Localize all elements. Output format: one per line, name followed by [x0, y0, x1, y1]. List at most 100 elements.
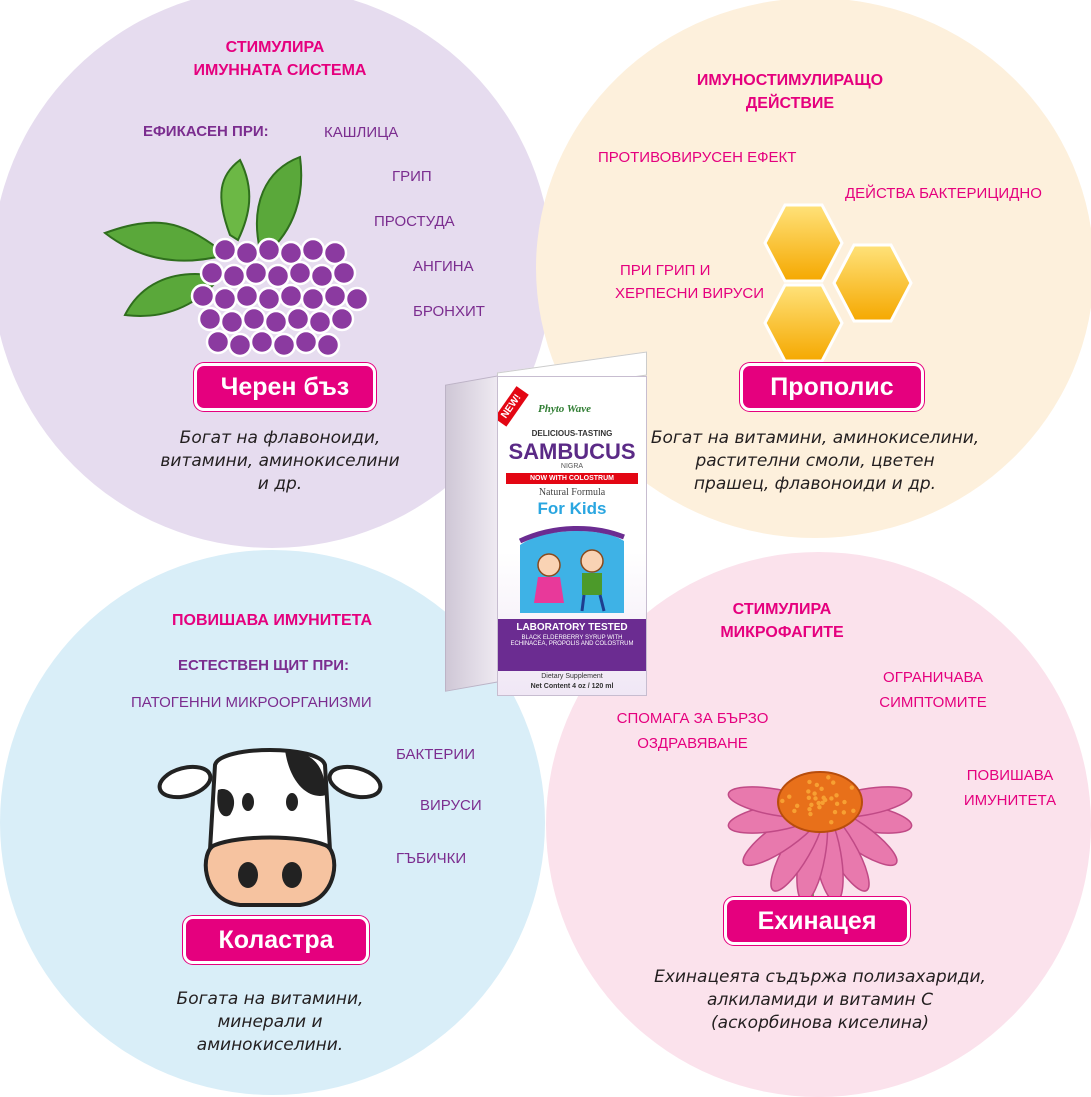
product-brand: Phyto Wave — [538, 403, 592, 415]
colostrum-name-badge: Коластра — [183, 916, 369, 964]
seed — [819, 786, 824, 792]
berry — [234, 240, 260, 266]
berry — [315, 332, 341, 358]
elder-heading-2: ИМУННАТА СИСТЕМА — [160, 59, 400, 82]
berry — [219, 309, 245, 335]
seed — [820, 800, 825, 805]
berry — [287, 260, 313, 286]
elder-desc-line: и др. — [257, 474, 303, 494]
echinacea-desc-line: (аскорбинова киселина) — [711, 1013, 929, 1033]
berry — [256, 286, 282, 312]
echinacea-item: ПОВИШАВА — [966, 767, 1054, 784]
colostrum-desc-line: аминокиселини. — [196, 1035, 344, 1055]
seed — [817, 804, 822, 810]
berry — [322, 240, 348, 266]
elder-effective-label: ЕФИКАСЕН ПРИ: — [143, 123, 269, 140]
berry — [344, 286, 370, 312]
echinacea-name-badge: Ехинацея — [724, 897, 910, 945]
product-tagline: DELICIOUS-TASTING — [531, 429, 613, 438]
colostrum-item: ПАТОГЕННИ МИКРООРГАНИЗМИ — [131, 694, 372, 711]
propolis-desc-line: растителни смоли, цветен — [695, 451, 935, 471]
product-name: SAMBUCUS — [508, 439, 636, 464]
product-supplement: Dietary Supplement — [541, 673, 603, 680]
product-box-front: NEW! Phyto Wave DELICIOUS-TASTING SAMBUC… — [497, 376, 647, 696]
berry — [256, 237, 282, 263]
berry — [285, 306, 311, 332]
echinacea-flower-icon — [727, 771, 913, 911]
seed — [780, 798, 785, 804]
propolis-item: ХЕРПЕСНИ ВИРУСИ — [615, 285, 765, 302]
elderberry-icon — [102, 155, 370, 358]
seed — [849, 785, 855, 790]
echinacea-item: СПОМАГА ЗА БЪРЗО — [616, 710, 769, 727]
propolis-item: ДЕЙСТВА БАКТЕРИЦИДНО — [845, 185, 1042, 202]
seed — [831, 780, 836, 785]
colostrum-shield-label: ЕСТЕСТВЕН ЩИТ ПРИ: — [178, 657, 350, 674]
berry — [278, 240, 304, 266]
propolis-description: Богат на витамини, аминокиселини, растит… — [630, 427, 1000, 496]
colostrum-item: ВИРУСИ — [420, 797, 482, 814]
elder-desc-line: витамини, аминокиселини — [160, 451, 400, 471]
propolis-heading-line2: ДЕЙСТВИЕ — [745, 95, 835, 112]
berry — [199, 260, 225, 286]
honeycomb-icon — [763, 203, 913, 363]
echinacea-description: Ехинацеята съдържа полизахариди, алкилам… — [630, 966, 1010, 1035]
cow-icon — [157, 748, 383, 907]
propolis-name-badge: Прополис — [740, 363, 924, 411]
elder-item: БРОНХИТ — [413, 303, 485, 320]
elder-heading-line1: СТИМУЛИРА — [225, 39, 325, 56]
berry — [307, 309, 333, 335]
berry — [278, 283, 304, 309]
berry — [227, 332, 253, 358]
colostrum-description: Богата на витамини, минерали и аминокисе… — [150, 988, 390, 1057]
berry — [329, 306, 355, 332]
colostrum-item: ГЪБИЧКИ — [396, 850, 467, 867]
propolis-item: ПРОТИВОВИРУСЕН ЕФЕКТ — [598, 149, 797, 166]
berry — [241, 306, 267, 332]
seed — [792, 808, 797, 814]
echinacea-item: ИМУНИТЕТА — [963, 792, 1057, 809]
elder-item: АНГИНА — [413, 258, 474, 275]
elder-item: ГРИП — [392, 168, 432, 185]
seed — [794, 803, 800, 808]
seed — [807, 779, 812, 785]
propolis-desc-line: Богат на витамини, аминокиселини, — [650, 428, 980, 448]
product-formula: Natural Formula — [538, 487, 606, 498]
echinacea-desc-line: алкиламиди и витамин С — [706, 990, 934, 1010]
seed — [809, 802, 814, 808]
propolis-heading: ИМУНОСТИМУЛИРАЩО ДЕЙСТВИЕ — [672, 69, 908, 115]
echinacea-item-group: ПОВИШАВА ИМУНИТЕТА — [960, 763, 1060, 813]
product-box-side — [445, 375, 499, 692]
berry — [300, 286, 326, 312]
seed — [832, 809, 838, 815]
seed — [808, 811, 813, 817]
seed — [829, 819, 834, 825]
berry — [300, 237, 326, 263]
berry — [197, 306, 223, 332]
berry — [331, 260, 357, 286]
product-new-badge: NEW! — [498, 386, 529, 427]
seed — [821, 795, 826, 800]
berry — [212, 237, 238, 263]
propolis-desc-line: прашец, флавоноиди и др. — [693, 474, 937, 494]
berry — [249, 329, 275, 355]
berry — [212, 286, 238, 312]
seed — [813, 796, 818, 801]
seed — [806, 795, 812, 801]
seed — [834, 801, 840, 807]
seed — [842, 799, 847, 805]
elder-item: ПРОСТУДА — [374, 213, 455, 230]
berry — [322, 283, 348, 309]
berry — [243, 260, 269, 286]
echinacea-desc-line: Ехинацеята съдържа полизахариди, — [654, 967, 986, 987]
colostrum-desc-line: Богата на витамини, — [176, 989, 364, 1009]
product-ribbon: NOW WITH COLOSTRUM — [506, 473, 638, 484]
echinacea-item-group: СПОМАГА ЗА БЪРЗО ОЗДРАВЯВАНЕ — [600, 706, 785, 756]
colostrum-desc-line: минерали и — [217, 1012, 323, 1032]
product-kids: For Kids — [537, 499, 607, 518]
echinacea-heading: СТИМУЛИРА МИКРОФАГИТЕ — [692, 598, 872, 644]
seed — [826, 775, 831, 780]
elder-name-badge: Черен бъз — [194, 363, 376, 411]
berry — [265, 263, 291, 289]
colostrum-heading: ПОВИШАВА ИМУНИТЕТА — [172, 612, 372, 629]
